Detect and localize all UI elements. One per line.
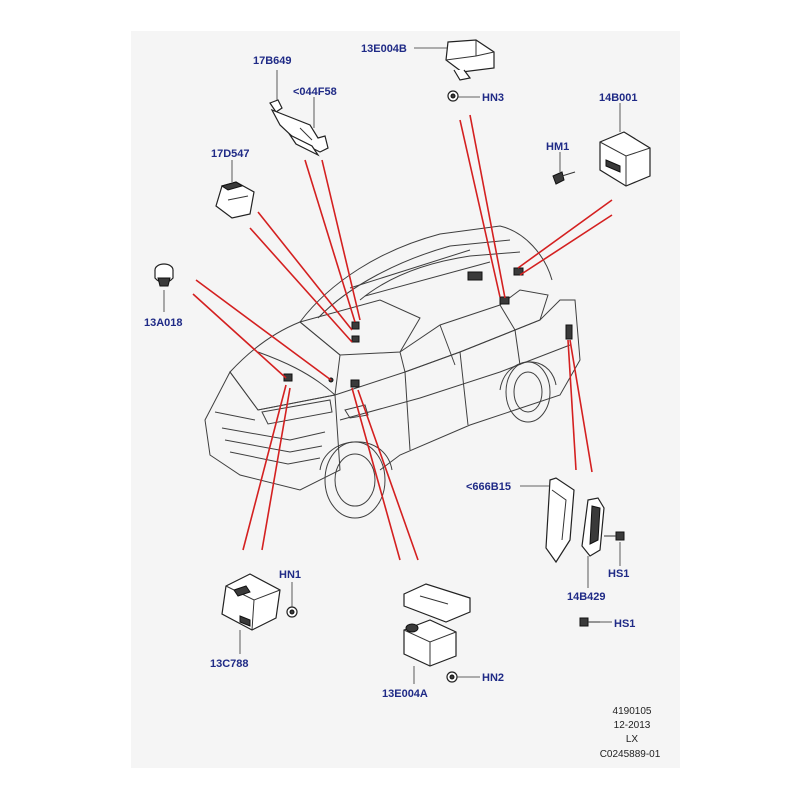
part-17b649-sensor xyxy=(269,99,329,157)
label-hn3: HN3 xyxy=(482,92,504,104)
label-hs1-upper: HS1 xyxy=(608,568,629,580)
drawing-footer: 4190105 12-2013 LX C0245889-01 xyxy=(600,706,661,760)
label-044f58: <044F58 xyxy=(293,86,337,98)
footer-code: C0245889-01 xyxy=(600,749,661,760)
label-hn1: HN1 xyxy=(279,569,301,581)
label-hn2: HN2 xyxy=(482,672,504,684)
label-17d547: 17D547 xyxy=(211,148,250,160)
label-hm1: HM1 xyxy=(546,141,569,153)
part-hn1-nut xyxy=(286,606,298,618)
part-13a018-sounder xyxy=(154,263,174,287)
part-hn3-nut xyxy=(447,90,459,102)
part-13e004b-module xyxy=(445,39,495,81)
leader-lines xyxy=(163,47,621,684)
part-hs1-upper-screw xyxy=(604,531,625,541)
label-14b001: 14B001 xyxy=(599,92,638,104)
part-hm1-screw xyxy=(552,171,576,185)
part-hs1-lower-screw xyxy=(579,617,600,627)
label-hs1-lower: HS1 xyxy=(614,618,635,630)
label-13e004b: 13E004B xyxy=(361,43,407,55)
part-666b15-bracket xyxy=(545,477,575,564)
label-17b649: 17B649 xyxy=(253,55,292,67)
label-13c788: 13C788 xyxy=(210,658,249,670)
location-lines xyxy=(192,114,613,561)
label-666b15: <666B15 xyxy=(466,481,511,493)
label-13a018: 13A018 xyxy=(144,317,183,329)
part-13e004a-module xyxy=(403,583,471,667)
footer-model: LX xyxy=(626,734,639,745)
part-17d547-module xyxy=(215,181,255,219)
part-13c788-module xyxy=(221,573,281,631)
footer-date: 12-2013 xyxy=(614,720,651,731)
label-14b429: 14B429 xyxy=(567,591,606,603)
part-14b429-sensor xyxy=(581,497,605,557)
vehicle-outline xyxy=(204,225,581,519)
footer-number: 4190105 xyxy=(613,706,652,717)
part-hn2-nut xyxy=(446,671,458,683)
label-13e004a: 13E004A xyxy=(382,688,428,700)
part-14b001-module xyxy=(599,131,651,187)
callout-labels: 17B649 <044F58 17D547 13A018 13E004B HN3… xyxy=(144,43,638,700)
